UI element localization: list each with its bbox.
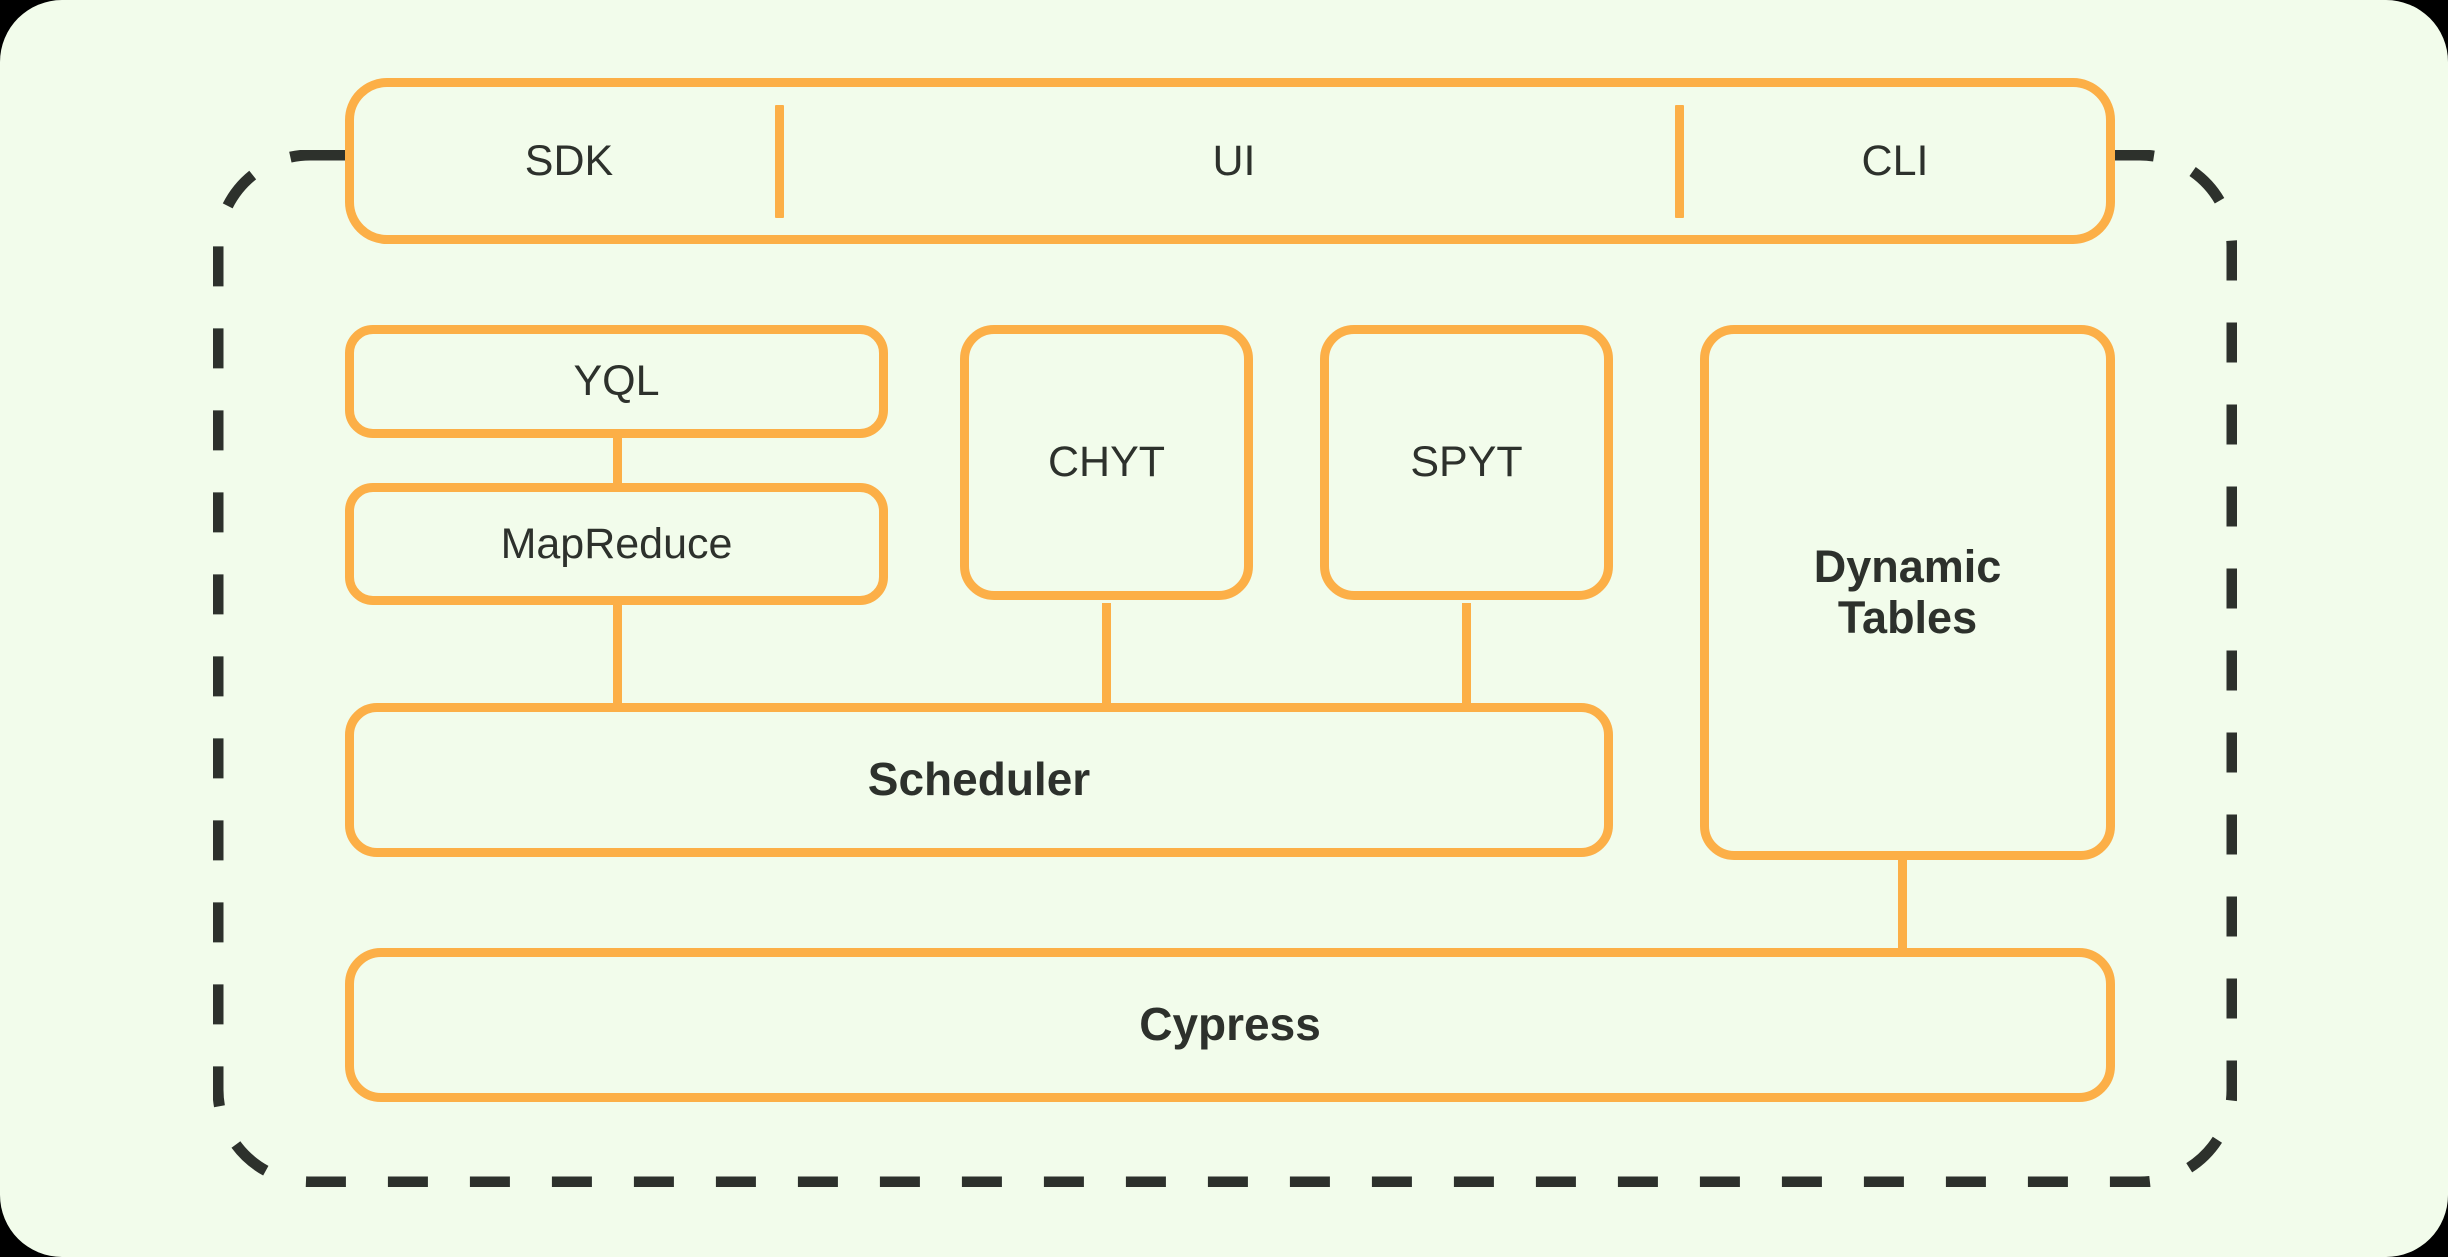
node-label-dynamic-tables: Dynamic Tables bbox=[1813, 541, 2002, 643]
node-chyt[interactable]: CHYT bbox=[960, 325, 1253, 600]
node-yql[interactable]: YQL bbox=[345, 325, 888, 438]
topbar-label-ui: UI bbox=[1212, 136, 1256, 185]
topbar-divider-2 bbox=[1675, 105, 1684, 218]
node-label-chyt: CHYT bbox=[1047, 438, 1166, 487]
node-label-mapreduce: MapReduce bbox=[500, 519, 733, 568]
node-label-yql: YQL bbox=[573, 357, 660, 406]
topbar-label-sdk: SDK bbox=[524, 136, 614, 185]
node-cypress[interactable]: Cypress bbox=[345, 948, 2115, 1102]
connector-spyt-scheduler bbox=[1462, 603, 1471, 705]
node-dynamic-tables[interactable]: Dynamic Tables bbox=[1700, 325, 2115, 860]
topbar-label-cli: CLI bbox=[1861, 136, 1929, 185]
node-label-scheduler: Scheduler bbox=[867, 753, 1091, 806]
client-interfaces-bar[interactable]: SDK UI CLI bbox=[345, 78, 2115, 244]
connector-mapreduce-scheduler bbox=[613, 603, 622, 705]
node-scheduler[interactable]: Scheduler bbox=[345, 703, 1613, 857]
node-label-cypress: Cypress bbox=[1139, 998, 1321, 1051]
topbar-cell-sdk[interactable]: SDK bbox=[354, 87, 784, 235]
connector-chyt-scheduler bbox=[1102, 603, 1111, 705]
node-label-spyt: SPYT bbox=[1410, 438, 1523, 487]
topbar-divider-1 bbox=[775, 105, 784, 218]
connector-yql-mapreduce bbox=[613, 435, 622, 487]
node-mapreduce[interactable]: MapReduce bbox=[345, 483, 888, 605]
connector-dynamic-tables-cypress bbox=[1898, 858, 1907, 950]
node-spyt[interactable]: SPYT bbox=[1320, 325, 1613, 600]
topbar-cell-cli[interactable]: CLI bbox=[1684, 87, 2106, 235]
topbar-cell-ui[interactable]: UI bbox=[784, 87, 1684, 235]
